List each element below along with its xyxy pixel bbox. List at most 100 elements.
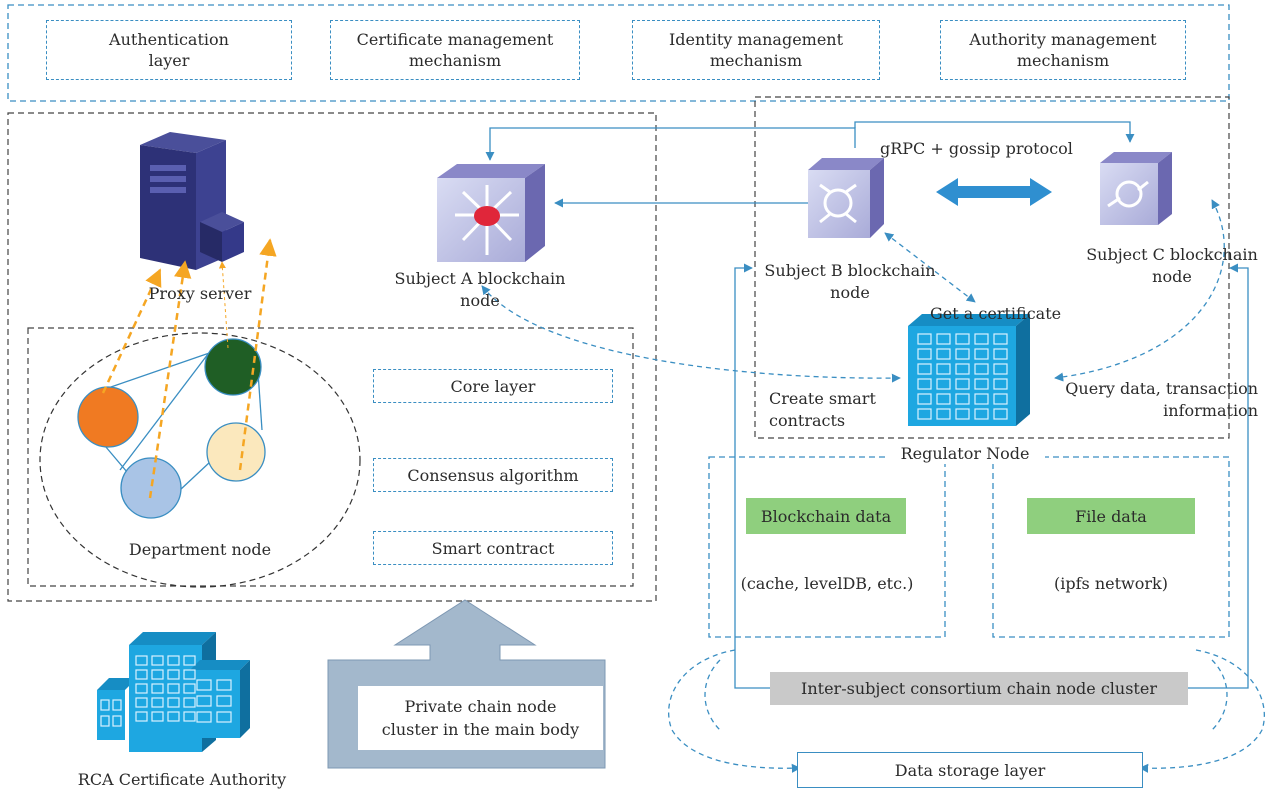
create-contracts-line1: Create smart [769,389,876,408]
window-pane [993,408,1008,420]
subject-b-line2: node [830,283,870,302]
window-pane [183,655,196,666]
window-pane [974,393,989,405]
storage-swirl-right [1139,649,1265,773]
window-pane [167,711,180,722]
subject-a-node-icon [437,164,545,262]
subject-c-node-icon [1100,152,1172,225]
orange-arrows [101,238,277,499]
window-pane [167,655,180,666]
cluster-link-left [734,263,770,689]
window-pane [151,655,164,666]
subject-a-line1: Subject A blockchain [394,269,566,288]
window-pane [196,695,212,707]
private-cluster-arrow-label: Private chain node cluster in the main bo… [358,686,603,750]
window-pane [183,711,196,722]
window-pane [183,669,196,680]
top-layer-frame [7,4,1230,102]
window-pane [917,378,932,390]
link-to-c-top [854,121,1135,143]
create-contracts-line2: contracts [769,411,846,430]
protocol-label: gRPC + gossip protocol [880,139,1073,158]
rca-building-icon [97,632,250,752]
window-pane [216,695,232,707]
department-frame [27,327,634,587]
window-pane [955,333,970,345]
window-pane [993,378,1008,390]
window-pane [936,408,951,420]
window-pane [936,363,951,375]
window-pane [183,683,196,694]
certificate-line2: mechanism [408,51,502,70]
arrow-label-line1: Private chain node [404,697,557,716]
data-storage-layer-box: Data storage layer [797,752,1143,788]
identity-line1: Identity management [668,30,844,49]
window-pane [974,408,989,420]
window-pane [993,348,1008,360]
rca-label: RCA Certificate Authority [77,770,287,789]
arrow-label-line2: cluster in the main body [381,720,580,739]
private-cluster-frame [7,112,657,602]
authentication-line2: layer [148,51,190,70]
window-pane [167,683,180,694]
dept-node-cream [206,422,266,482]
consensus-algorithm-box: Consensus algorithm [373,458,613,492]
query-data-label: Query data, transaction information [1058,378,1258,422]
regulator-node-label: Regulator Node [885,444,1045,464]
core-layer-box: Core layer [373,369,613,403]
storage-swirl-right2 [1211,659,1228,731]
window-pane [216,711,232,723]
consortium-cluster-label: Inter-subject consortium chain node clus… [770,672,1188,705]
window-pane [917,408,932,420]
window-pane [936,333,951,345]
cluster-link-right [1188,263,1249,689]
department-node-label: Department node [128,540,272,559]
dept-node-orange [77,386,139,448]
dept-node-blue [120,457,182,519]
window-pane [936,378,951,390]
window-pane [955,363,970,375]
window-pane [135,697,148,708]
blockchain-data-tag: Blockchain data [746,498,906,534]
regulator-windows [917,333,1008,420]
window-pane [151,669,164,680]
query-data-line1: Query data, transaction [1065,379,1258,398]
window-pane [151,711,164,722]
window-pane [100,699,110,711]
gossip-double-arrow [936,178,1052,206]
window-pane [216,679,232,691]
certificate-line1: Certificate management [356,30,554,49]
proxy-server-label: Proxy server [148,284,252,303]
rca-windows [100,655,232,727]
window-pane [151,697,164,708]
query-data-line2: information [1163,401,1258,420]
link-b-to-a-top [485,127,856,161]
blockchain-data-note: (cache, levelDB, etc.) [740,574,914,593]
authority-line2: mechanism [1016,51,1110,70]
window-pane [936,393,951,405]
link-c-query [1054,199,1225,382]
thin-orange-arrow [218,261,229,349]
identity-line2: mechanism [709,51,803,70]
department-ellipse [39,332,361,588]
window-pane [167,669,180,680]
window-pane [974,378,989,390]
window-pane [135,655,148,666]
window-pane [112,715,122,727]
proxy-server-icon [140,132,244,270]
storage-left-frame [708,456,946,638]
storage-right-frame [992,456,1230,638]
window-pane [955,378,970,390]
file-data-note: (ipfs network) [1054,574,1168,593]
link-b-certificate [884,232,976,303]
window-pane [955,408,970,420]
smart-contract-box: Smart contract [373,531,613,565]
subject-c-line1: Subject C blockchain [1086,245,1258,264]
window-pane [917,333,932,345]
window-pane [917,363,932,375]
window-pane [917,348,932,360]
